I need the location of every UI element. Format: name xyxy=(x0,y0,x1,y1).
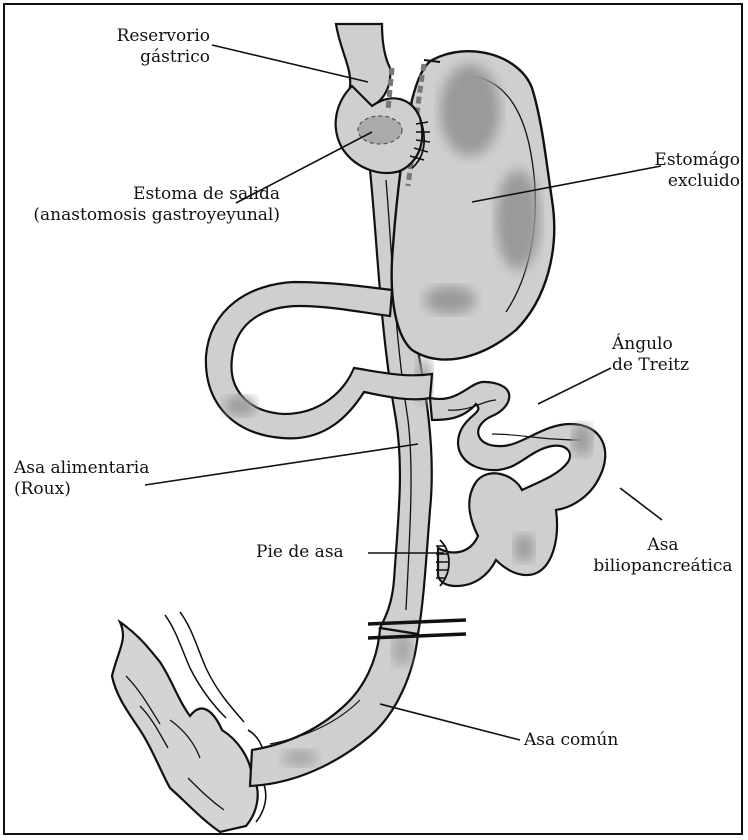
leader-line-comun xyxy=(380,704,520,740)
label-estomago-excluido: Estomágo excluido xyxy=(630,150,740,192)
label-biliopancreatica-line2: biliopancreática xyxy=(588,556,738,577)
label-asa-comun: Asa común xyxy=(524,730,618,751)
biliopancreatic-limb-illustration xyxy=(430,382,605,586)
label-estomago-line2: excluido xyxy=(630,171,740,192)
label-estoma-line2: (anastomosis gastroyeyunal) xyxy=(24,205,280,226)
excluded-stomach-illustration xyxy=(392,51,555,359)
label-angulo-line2: de Treitz xyxy=(612,355,689,376)
label-reservorio-gastrico: Reservorio gástrico xyxy=(58,26,210,68)
label-reservorio-line2: gástrico xyxy=(58,47,210,68)
label-pie-de-asa: Pie de asa xyxy=(256,542,344,563)
label-estoma-de-salida: Estoma de salida (anastomosis gastroyeyu… xyxy=(24,184,280,226)
label-estoma-line1: Estoma de salida xyxy=(24,184,280,205)
label-alimentaria-line1: Asa alimentaria xyxy=(14,458,149,479)
label-asa-alimentaria: Asa alimentaria (Roux) xyxy=(14,458,149,500)
label-alimentaria-line2: (Roux) xyxy=(14,479,149,500)
label-angulo-de-treitz: Ángulo de Treitz xyxy=(612,334,689,376)
label-angulo-line1: Ángulo xyxy=(612,334,689,355)
label-comun-line1: Asa común xyxy=(524,730,618,751)
colon-illustration xyxy=(112,612,266,832)
label-reservorio-line1: Reservorio xyxy=(58,26,210,47)
leader-line-angulo xyxy=(538,368,611,404)
leader-line-biliopancreatica xyxy=(620,488,662,520)
label-pie-line1: Pie de asa xyxy=(256,542,344,563)
label-estomago-line1: Estomágo xyxy=(630,150,740,171)
leader-line-alimentaria xyxy=(145,444,418,485)
label-biliopancreatica-line1: Asa xyxy=(588,535,738,556)
label-asa-biliopancreatica: Asa biliopancreática xyxy=(588,535,738,577)
